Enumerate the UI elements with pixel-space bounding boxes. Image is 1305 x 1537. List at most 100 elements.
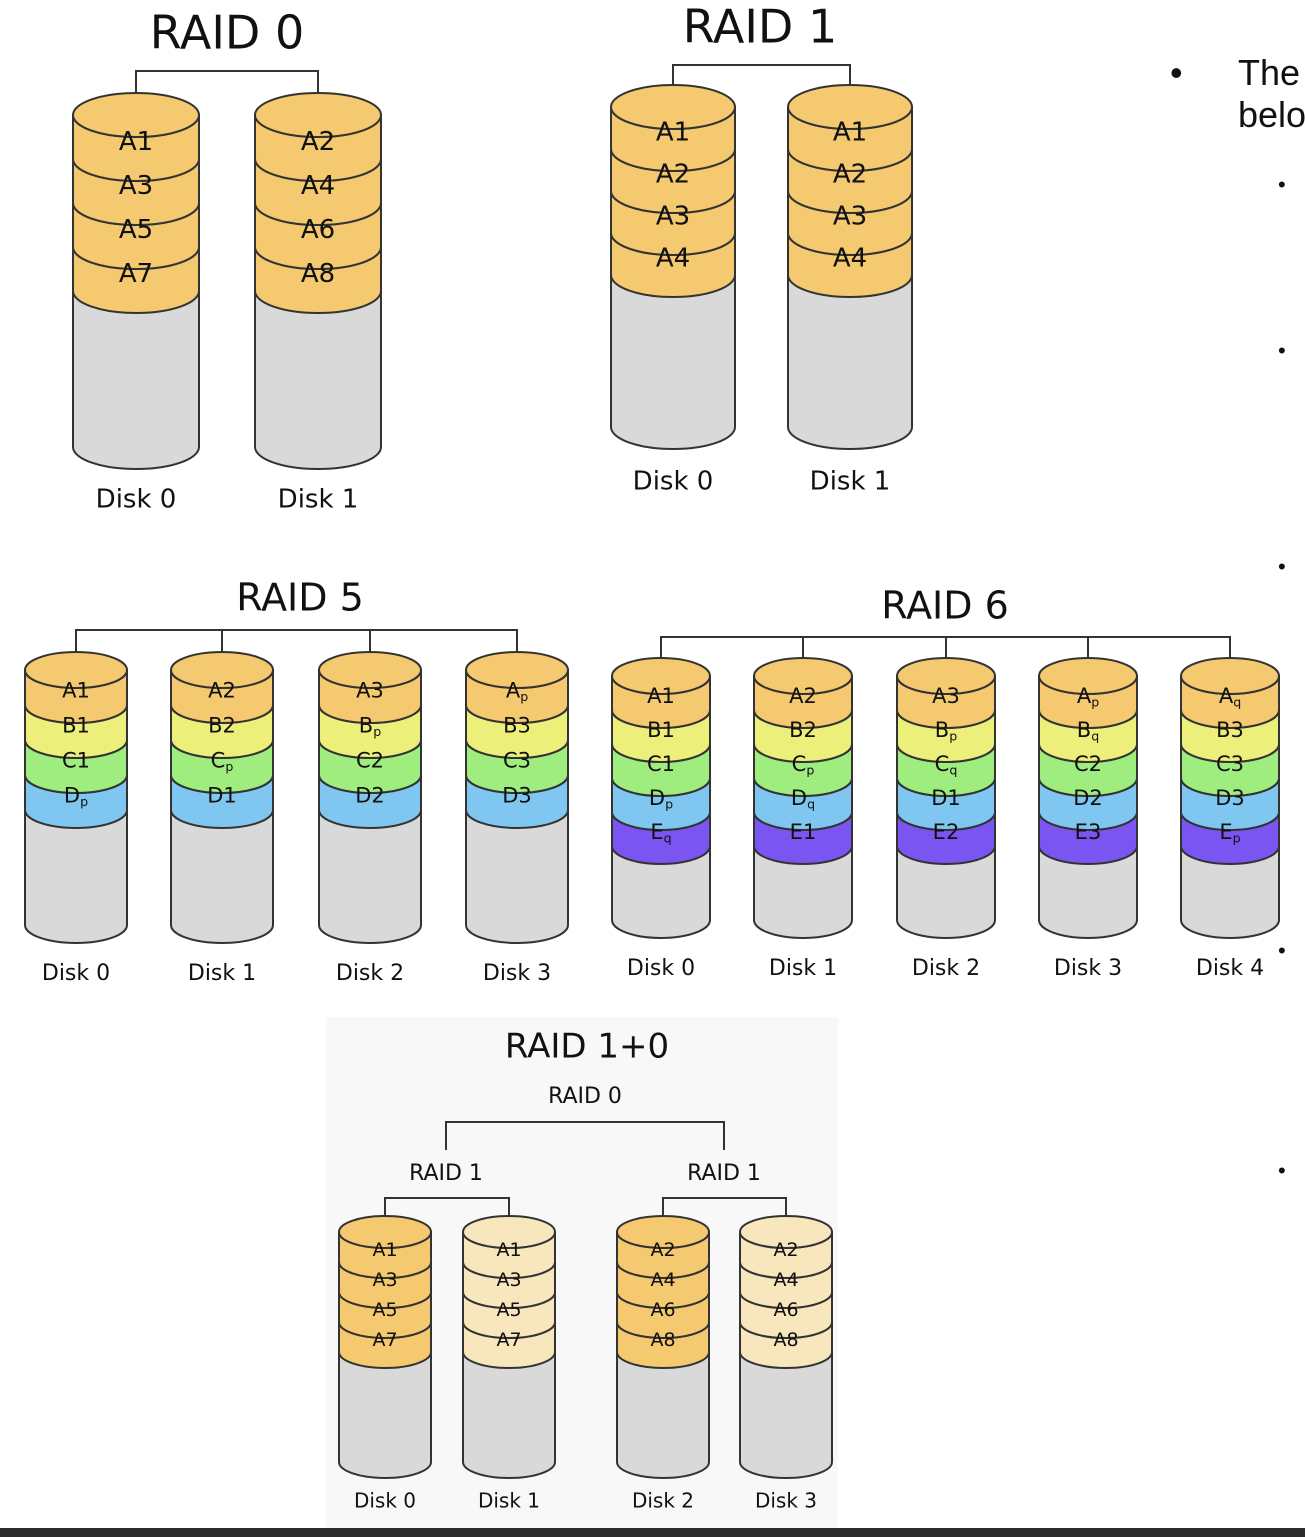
block-label: Dp	[649, 786, 673, 811]
sub-bullet-icon: •	[1278, 172, 1286, 197]
bottom-bar	[0, 1528, 1305, 1537]
connector-line	[445, 1121, 725, 1150]
disk-top	[72, 92, 200, 138]
block-label: A7	[496, 1329, 521, 1351]
raid1-title: RAID 1	[683, 0, 837, 54]
disk-top	[739, 1215, 833, 1249]
block-label: A5	[119, 215, 153, 245]
raid10-group-label: RAID 1	[687, 1161, 761, 1186]
block-label: A3	[656, 202, 690, 232]
block-label: D1	[931, 786, 961, 810]
raid10-group-label: RAID 1	[409, 1161, 483, 1186]
disk-top	[338, 1215, 432, 1249]
block-label: E2	[933, 820, 960, 844]
block-label: A5	[372, 1299, 397, 1321]
block-label: D3	[1215, 786, 1245, 810]
block-label: A2	[208, 679, 236, 703]
block-label: C2	[1074, 752, 1102, 776]
connector-line	[75, 629, 518, 674]
block-label: D3	[502, 784, 532, 808]
block-label: A5	[496, 1299, 521, 1321]
disk-label: Disk 0	[354, 1489, 416, 1513]
disk-top	[318, 651, 422, 689]
disk-label: Disk 3	[755, 1489, 817, 1513]
disk-label: Disk 1	[810, 467, 891, 497]
block-label: A7	[119, 259, 153, 289]
disk-top	[896, 657, 996, 695]
raid10-top-label: RAID 0	[548, 1084, 622, 1109]
disk-top	[1038, 657, 1138, 695]
block-label: A3	[372, 1269, 397, 1291]
block-label: A8	[773, 1329, 798, 1351]
block-label: B3	[1216, 718, 1244, 742]
block-label: A4	[650, 1269, 675, 1291]
disk-top	[24, 651, 128, 689]
block-label: A3	[496, 1269, 521, 1291]
disk-label: Disk 2	[912, 956, 980, 981]
disk-top	[1180, 657, 1280, 695]
block-label: C3	[503, 749, 531, 773]
block-label: A7	[372, 1329, 397, 1351]
disk-top	[611, 657, 711, 695]
block-label: C2	[356, 749, 384, 773]
disk-top	[753, 657, 853, 695]
block-label: A1	[62, 679, 90, 703]
sub-bullet-icon: •	[1278, 1158, 1286, 1183]
block-label: A1	[496, 1239, 521, 1261]
disk-label: Disk 0	[96, 485, 177, 515]
block-label: A1	[656, 118, 690, 148]
raid0-title: RAID 0	[150, 6, 304, 60]
block-label: A8	[301, 259, 335, 289]
block-label: A2	[301, 127, 335, 157]
sub-bullet-icon: •	[1278, 338, 1286, 363]
raid10-title: RAID 1+0	[505, 1027, 669, 1067]
block-label: C1	[647, 752, 675, 776]
disk-top	[787, 84, 913, 130]
block-label: D2	[1073, 786, 1103, 810]
block-label: C1	[62, 749, 90, 773]
disk-label: Disk 1	[769, 956, 837, 981]
block-label: A3	[833, 202, 867, 232]
block-label: A2	[789, 684, 817, 708]
block-label: D1	[207, 784, 237, 808]
block-label: A6	[650, 1299, 675, 1321]
block-label: A3	[932, 684, 960, 708]
disk-label: Disk 0	[42, 961, 110, 986]
disk-label: Disk 1	[188, 961, 256, 986]
disk-label: Disk 2	[632, 1489, 694, 1513]
block-label: A4	[773, 1269, 798, 1291]
block-label: B1	[647, 718, 675, 742]
block-label: A1	[372, 1239, 397, 1261]
block-label: C3	[1216, 752, 1244, 776]
block-label: A1	[647, 684, 675, 708]
disk-label: Disk 3	[1054, 956, 1122, 981]
disk-label: Disk 3	[483, 961, 551, 986]
disk-label: Disk 1	[478, 1489, 540, 1513]
block-label: B3	[503, 714, 531, 738]
block-label: B2	[208, 714, 236, 738]
block-label: A4	[301, 171, 335, 201]
block-label: A2	[656, 160, 690, 190]
block-label: A2	[650, 1239, 675, 1261]
disk-top	[610, 84, 736, 130]
block-label: A3	[119, 171, 153, 201]
disk-top	[170, 651, 274, 689]
block-label: B2	[789, 718, 817, 742]
raid6-title: RAID 6	[881, 584, 1009, 628]
